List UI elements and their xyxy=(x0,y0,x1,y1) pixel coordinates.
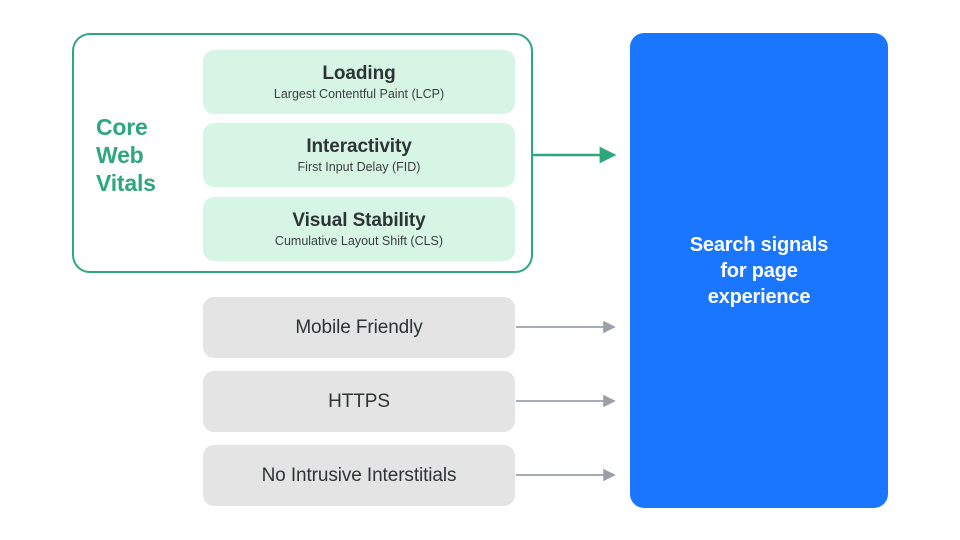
signal-label: Mobile Friendly xyxy=(295,317,423,338)
vital-card-interactivity[interactable]: Interactivity First Input Delay (FID) xyxy=(203,123,515,187)
core-web-vitals-group xyxy=(72,33,533,273)
vital-title: Visual Stability xyxy=(292,209,426,231)
search-signals-text: Search signals for page experience xyxy=(689,233,829,308)
search-signals-panel[interactable]: Search signals for page experience xyxy=(630,33,888,508)
vital-subtitle: First Input Delay (FID) xyxy=(297,159,421,174)
signal-label: HTTPS xyxy=(328,391,390,412)
signal-card-mobile-friendly[interactable]: Mobile Friendly xyxy=(203,297,515,358)
vital-title: Interactivity xyxy=(306,135,412,157)
signal-label: No Intrusive Interstitials xyxy=(261,465,457,486)
signal-card-no-intrusive-interstitials[interactable]: No Intrusive Interstitials xyxy=(203,445,515,506)
vital-subtitle: Largest Contentful Paint (LCP) xyxy=(273,86,445,101)
signal-card-https[interactable]: HTTPS xyxy=(203,371,515,432)
vital-subtitle: Cumulative Layout Shift (CLS) xyxy=(274,233,444,248)
vital-card-loading[interactable]: Loading Largest Contentful Paint (LCP) xyxy=(203,50,515,114)
vital-title: Loading xyxy=(322,62,396,84)
core-web-vitals-label: Core Web Vitals xyxy=(96,114,156,196)
vital-card-visual-stability[interactable]: Visual Stability Cumulative Layout Shift… xyxy=(203,197,515,261)
